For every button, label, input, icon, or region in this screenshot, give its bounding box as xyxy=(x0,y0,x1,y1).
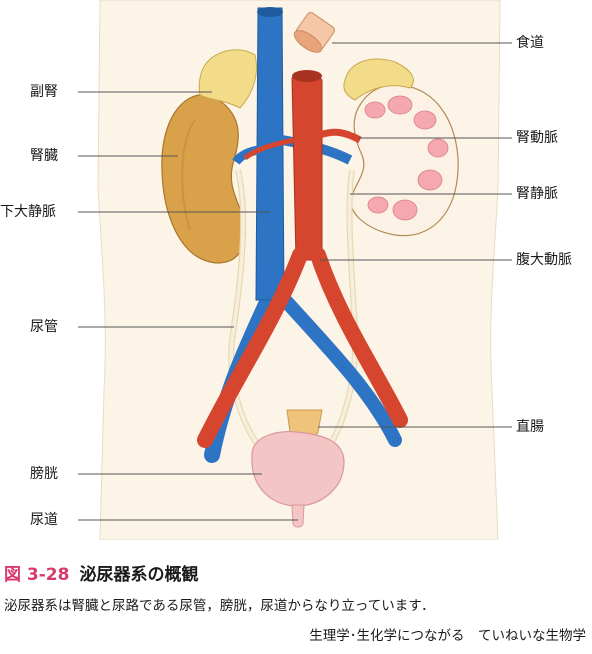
figure-description: 泌尿器系は腎臓と尿路である尿管，膀胱，尿道からなり立っています． xyxy=(4,598,435,614)
inferior-vena-cava xyxy=(255,7,285,301)
urinary-system-diagram xyxy=(78,0,512,540)
left-kidney xyxy=(161,94,246,264)
ivc-top-opening xyxy=(257,7,283,17)
right-iliac-artery xyxy=(310,247,408,428)
label-ureter: 尿管 xyxy=(30,319,58,335)
label-kidney: 腎臓 xyxy=(30,148,58,164)
label-ivc: 下大静脈 xyxy=(0,204,56,220)
esophagus xyxy=(293,12,335,53)
renal-pyramids xyxy=(364,95,449,221)
figure-source: 生理学･生化学につながる ていねいな生物学 xyxy=(309,628,586,644)
label-adrenal: 副腎 xyxy=(30,84,58,100)
urethra xyxy=(291,504,305,528)
left-ureter-fill xyxy=(229,169,260,447)
left-kidney-shading xyxy=(181,119,196,231)
figure-title: 泌尿器系の概観 xyxy=(79,565,199,585)
right-iliac-vein xyxy=(278,293,402,447)
figure-caption: 図 3-28 泌尿器系の概観 xyxy=(4,560,198,585)
abdominal-aorta xyxy=(291,73,323,261)
figure-number: 図 3-28 xyxy=(4,565,70,585)
left-iliac-artery xyxy=(197,247,308,448)
right-adrenal-gland xyxy=(343,58,414,101)
label-urethra: 尿道 xyxy=(30,512,58,528)
renal-artery-right xyxy=(318,128,362,144)
leader-lines xyxy=(78,42,512,521)
label-rectum: 直腸 xyxy=(516,419,544,435)
label-esophagus: 食道 xyxy=(516,35,544,51)
aorta-top-opening xyxy=(292,70,322,82)
left-adrenal-gland xyxy=(198,49,257,109)
label-renal-vein: 腎静脈 xyxy=(516,186,558,202)
bladder xyxy=(251,431,345,507)
renal-artery-left xyxy=(243,137,295,161)
label-bladder: 膀胱 xyxy=(30,466,58,482)
label-renal-artery: 腎動脈 xyxy=(516,130,558,146)
label-aorta: 腹大動脈 xyxy=(516,252,572,268)
